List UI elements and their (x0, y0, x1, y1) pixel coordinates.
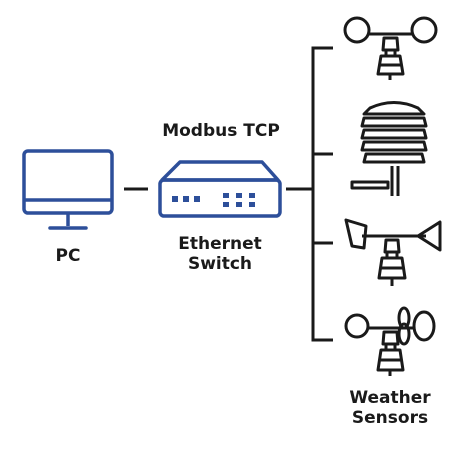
monitor-icon (22, 149, 114, 230)
sensor-bus (311, 46, 333, 342)
protocol-label: Modbus TCP (162, 121, 280, 141)
switch-label-line2: Switch (187, 254, 253, 275)
sensors-label-line2: Sensors (351, 408, 429, 429)
pc-label: PC (55, 246, 81, 266)
wind-vane-icon (344, 218, 442, 286)
ethernet-switch-icon (158, 160, 282, 218)
propeller-anemometer-icon (344, 306, 436, 376)
switch-label: Ethernet Switch (160, 234, 280, 275)
sensors-label-line1: Weather (349, 388, 431, 408)
cup-anemometer-icon (343, 16, 438, 80)
sensors-label: Weather Sensors (330, 388, 450, 429)
switch-label-line1: Ethernet (178, 234, 262, 254)
radiation-shield-icon (350, 101, 428, 196)
